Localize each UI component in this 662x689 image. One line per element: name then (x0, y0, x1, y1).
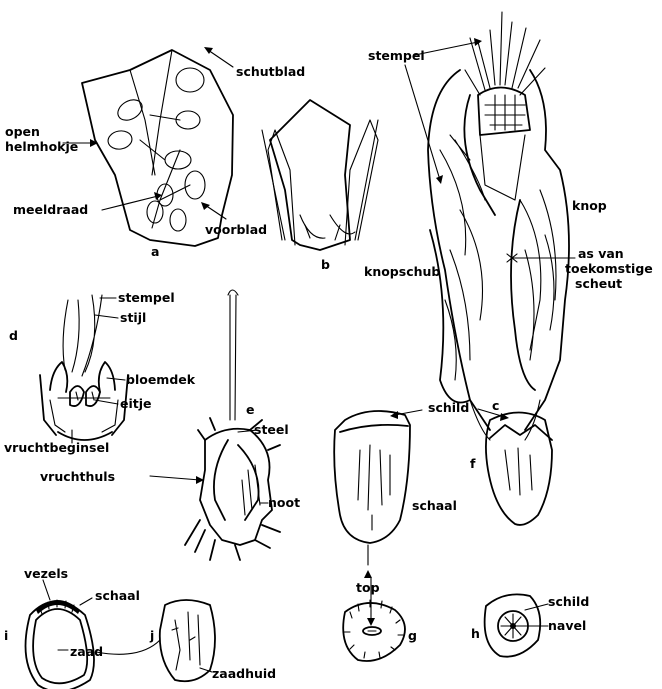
label-navel: navel (548, 618, 586, 633)
label-helmhokje: helmhokje (5, 139, 78, 154)
panel-letter-e: e (246, 402, 254, 417)
panel-a-drawing (82, 50, 233, 246)
panel-f-drawing (334, 411, 552, 543)
label-knop: knop (572, 198, 607, 213)
label-steel: steel (254, 422, 289, 437)
label-stempel-d: stempel (118, 290, 175, 305)
panel-c-drawing (428, 12, 569, 440)
panel-a-labels: schutblad open helmhokje meeldraad voorb… (5, 64, 305, 259)
label-scheut: scheut (575, 276, 622, 291)
label-eitje: eitje (120, 396, 152, 411)
label-stempel-c: stempel (368, 48, 425, 63)
panel-b-drawing (262, 100, 378, 250)
panel-h-labels: schild navel h (471, 594, 589, 641)
label-voorblad: voorblad (205, 222, 267, 237)
label-vezels: vezels (24, 566, 68, 581)
panel-j-labels: j zaadhuid (149, 628, 276, 681)
panel-letter-i: i (4, 628, 8, 643)
label-schutblad: schutblad (236, 64, 305, 79)
panel-j-arrows (96, 640, 212, 672)
label-top: top (356, 580, 380, 595)
label-vruchthuls: vruchthuls (40, 469, 115, 484)
label-stijl: stijl (120, 310, 146, 325)
label-toekomstige: toekomstige (565, 261, 653, 276)
panel-j-drawing (160, 600, 215, 681)
label-vruchtbeginsel: vruchtbeginsel (4, 440, 109, 455)
label-knopschub: knopschub (364, 264, 440, 279)
label-schild-f: schild (428, 400, 469, 415)
panel-letter-g: g (408, 628, 417, 643)
label-schaal-i: schaal (95, 588, 140, 603)
panel-letter-a: a (151, 244, 159, 259)
panel-letter-f: f (470, 456, 476, 471)
panel-letter-b: b (321, 257, 330, 272)
panel-e-labels: e steel vruchthuls noot (40, 402, 300, 510)
panel-a-arrows (63, 47, 233, 219)
panel-letter-d: d (9, 328, 18, 343)
label-zaadhuid: zaadhuid (212, 666, 276, 681)
label-bloemdek: bloemdek (126, 372, 196, 387)
label-meeldraad: meeldraad (13, 202, 88, 217)
label-schild-h: schild (548, 594, 589, 609)
panel-c-labels: stempel knop knopschub as van toekomstig… (364, 48, 653, 413)
panel-c-arrows (405, 38, 575, 262)
label-schaal-f: schaal (412, 498, 457, 513)
panel-letter-h: h (471, 626, 480, 641)
label-as-van: as van (578, 246, 624, 261)
panel-letter-j: j (149, 628, 154, 643)
panel-g-arrows (364, 570, 375, 626)
panel-letter-c: c (492, 398, 499, 413)
panel-g-drawing (343, 600, 405, 661)
label-zaad: zaad (70, 644, 103, 659)
label-noot: noot (268, 495, 300, 510)
panel-d-drawing (40, 295, 128, 440)
panel-f-labels: schild schaal f (412, 400, 476, 513)
label-open: open (5, 124, 40, 139)
